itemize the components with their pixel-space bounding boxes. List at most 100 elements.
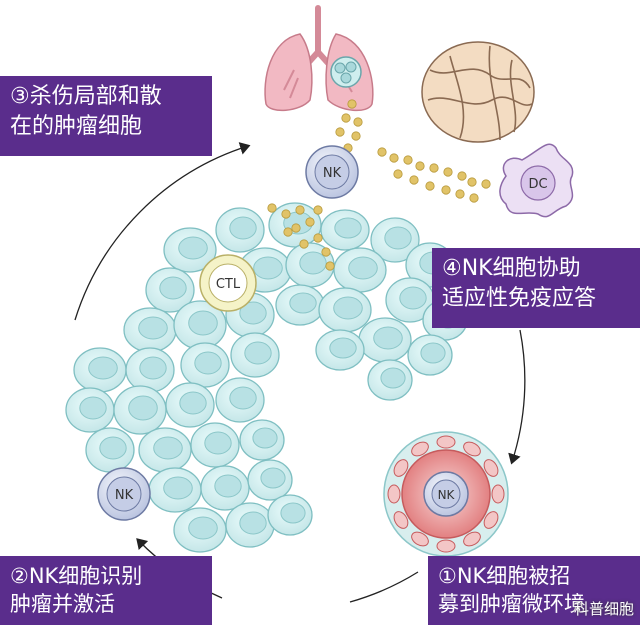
step4-line1: ④NK细胞协助 [442, 256, 581, 281]
step4-line2: 适应性免疫应答 [442, 286, 597, 311]
tumor-cell-nucleus [99, 436, 127, 460]
tumor-cell-nucleus [204, 431, 232, 455]
step3-label: ③杀伤局部和散 在的肿瘤细胞 [0, 76, 212, 156]
tumor-cell-nucleus [178, 236, 208, 260]
lungs-illustration [264, 5, 374, 112]
nk-cell-bottom-left: NK [97, 467, 151, 521]
granule [469, 193, 479, 203]
tumor-cell-nucleus [239, 301, 267, 325]
vessel-wall-cell [463, 531, 481, 547]
vessel-wall-cell [387, 484, 401, 504]
step2-line1: ②NK细胞识别 [10, 564, 143, 588]
granule [441, 185, 451, 195]
tumor-cell-nucleus [280, 502, 306, 524]
tumor-cell-nucleus [384, 226, 412, 250]
granule [467, 177, 477, 187]
step2-label: ②NK细胞识别 肿瘤并激活 [0, 556, 212, 625]
vessel-wall-cell [393, 511, 409, 529]
tumor-cell-nucleus [329, 337, 357, 359]
granule [429, 163, 439, 173]
nk-top-label: NK [323, 166, 342, 181]
step4-label: ④NK细胞协助 适应性免疫应答 [432, 248, 640, 328]
granule [393, 169, 403, 179]
step1-label: ①NK细胞被招 募到肿瘤微环境 [428, 556, 640, 625]
tumor-cell-nucleus [253, 256, 283, 280]
cytokine-granules [267, 99, 491, 271]
lymph-node-illustration [421, 41, 535, 143]
tumor-cell-nucleus [88, 356, 118, 380]
tumor-cluster [65, 202, 468, 553]
granule [415, 161, 425, 171]
vessel-wall-cell [411, 531, 429, 547]
tumor-cell-nucleus [159, 276, 187, 300]
granule [409, 175, 419, 185]
vessel-wall-cell [436, 435, 456, 449]
granule [403, 155, 413, 165]
tumor-cell-nucleus [128, 395, 158, 421]
tumor-cell-nucleus [348, 256, 378, 280]
tumor-cell-nucleus [333, 296, 363, 320]
granule [313, 205, 323, 215]
tumor-cell-nucleus [214, 474, 242, 498]
vessel-wall-cell [491, 484, 505, 504]
cycle-arrow-bottom-right [349, 571, 419, 603]
vessel-wall-cell [393, 459, 409, 477]
granule [353, 117, 363, 127]
granule [443, 167, 453, 177]
granule [347, 99, 357, 109]
granule [455, 189, 465, 199]
tumor-cell-nucleus [79, 396, 107, 420]
granule [351, 131, 361, 141]
dc-label: DC [528, 177, 547, 192]
tumor-cell-nucleus [229, 386, 257, 410]
tumor-cell-nucleus [244, 341, 272, 365]
dc-cell: DC [499, 143, 574, 218]
tumor-cell-nucleus [188, 310, 218, 336]
tumor-cell-nucleus [299, 251, 327, 275]
vessel-wall-cell [463, 441, 481, 457]
tumor-cell-nucleus [139, 356, 167, 380]
tumor-cell-nucleus [252, 427, 278, 449]
tumor-cell-nucleus [289, 292, 317, 314]
cycle-arrow-left [74, 142, 251, 321]
granule [457, 171, 467, 181]
granule [481, 179, 491, 189]
granule [425, 181, 435, 191]
nk-cell-top: NK [305, 145, 359, 199]
nk-bottom-left-label: NK [115, 488, 134, 503]
granule [335, 127, 345, 137]
step1-line1: ①NK细胞被招 [438, 564, 571, 588]
granule [283, 227, 293, 237]
granule [299, 239, 309, 249]
granule [305, 217, 315, 227]
tumor-cell-nucleus [373, 326, 403, 350]
step3-line2: 在的肿瘤细胞 [10, 114, 143, 139]
granule [389, 153, 399, 163]
tumor-cell-nucleus [399, 286, 427, 310]
nk-vessel-label: NK [438, 488, 456, 502]
tumor-cell-nucleus [179, 391, 207, 415]
vessel-wall-cell [411, 441, 429, 457]
tumor-cell-nucleus [188, 516, 218, 540]
tumor-cell-nucleus [229, 216, 257, 240]
granule [341, 113, 351, 123]
granule [313, 233, 323, 243]
vessel-wall-cell [483, 459, 499, 477]
tumor-cell-nucleus [138, 316, 168, 340]
tumor-cell-nucleus [334, 217, 362, 239]
vessel-wall-cell [483, 511, 499, 529]
tumor-cell-nucleus [153, 436, 183, 460]
granule [295, 205, 305, 215]
step1-line2: 募到肿瘤微环境 [438, 592, 585, 616]
granule [281, 209, 291, 219]
tumor-cell-nucleus [194, 351, 222, 375]
tumor-cell-nucleus [380, 367, 406, 389]
cycle-arrow-right [508, 329, 526, 465]
vessel-wall-cell [436, 539, 456, 553]
tumor-cell-nucleus [163, 476, 193, 500]
ctl-label: CTL [216, 277, 241, 292]
granule [291, 223, 301, 233]
granule [321, 247, 331, 257]
step2-line2: 肿瘤并激活 [10, 592, 115, 616]
